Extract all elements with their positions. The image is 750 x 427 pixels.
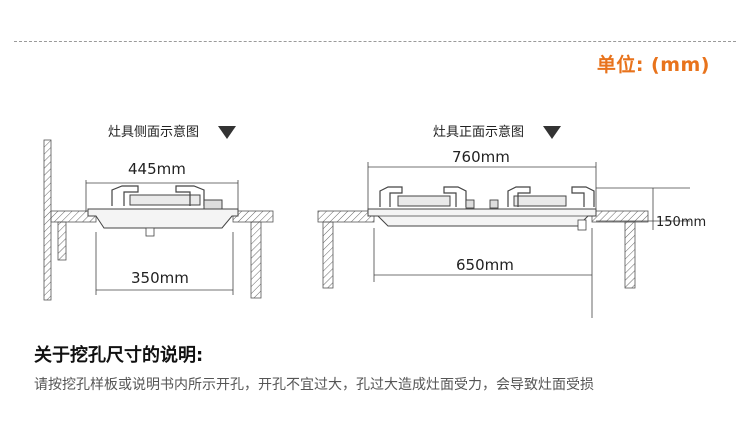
side-bottom-dimension: 350mm <box>131 269 189 287</box>
front-top-dimension: 760mm <box>452 148 510 166</box>
knob-side <box>203 199 223 210</box>
front-view: 灶具正面示意图 760mm 150mm <box>317 124 706 318</box>
burner-left <box>397 195 451 207</box>
front-view-title: 灶具正面示意图 <box>433 124 524 140</box>
countertop-right <box>232 210 274 223</box>
stove-diagram: 灶具侧面示意图 445mm 350mm 灶具正面示意图 <box>43 124 706 318</box>
side-top-dimension: 445mm <box>128 160 186 178</box>
stove-body-front <box>367 208 597 227</box>
triangle-down-icon <box>543 126 561 139</box>
wall <box>43 139 52 301</box>
pan-support-front-2 <box>443 186 467 207</box>
cabinet-front-right <box>624 221 636 289</box>
front-bottom-dimension: 650mm <box>456 256 514 274</box>
pan-support-front-4 <box>571 186 595 207</box>
gas-inlet <box>145 227 155 237</box>
side-view-title: 灶具侧面示意图 <box>108 124 199 140</box>
countertop-front-right <box>591 210 649 223</box>
cabinet-right <box>250 221 262 299</box>
cabinet-left <box>57 221 67 261</box>
unit-label: 单位: (mm) <box>596 54 710 76</box>
pan-support-front-3 <box>507 186 531 207</box>
knob-right <box>489 199 499 209</box>
front-height-dimension: 150mm <box>656 215 706 230</box>
top-dashed-divider <box>14 41 736 42</box>
stove-body-side <box>87 208 239 229</box>
pan-support-front-1 <box>379 186 403 207</box>
knob-left <box>465 199 475 209</box>
instructions-text: 请按挖孔样板或说明书内所示开孔，开孔不宜过大，孔过大造成灶面受力，会导致灶面受损 <box>34 377 594 393</box>
instructions-title: 关于挖孔尺寸的说明: <box>34 345 204 366</box>
pan-support-right <box>175 185 205 206</box>
pan-support-left <box>111 185 139 206</box>
gas-inlet-front <box>577 219 587 231</box>
countertop-front-left <box>317 210 375 223</box>
triangle-down-icon <box>218 126 236 139</box>
side-view: 灶具侧面示意图 445mm 350mm <box>43 124 274 301</box>
burner-side <box>129 194 201 206</box>
cabinet-front-left <box>322 221 334 289</box>
burner-right <box>513 195 567 207</box>
